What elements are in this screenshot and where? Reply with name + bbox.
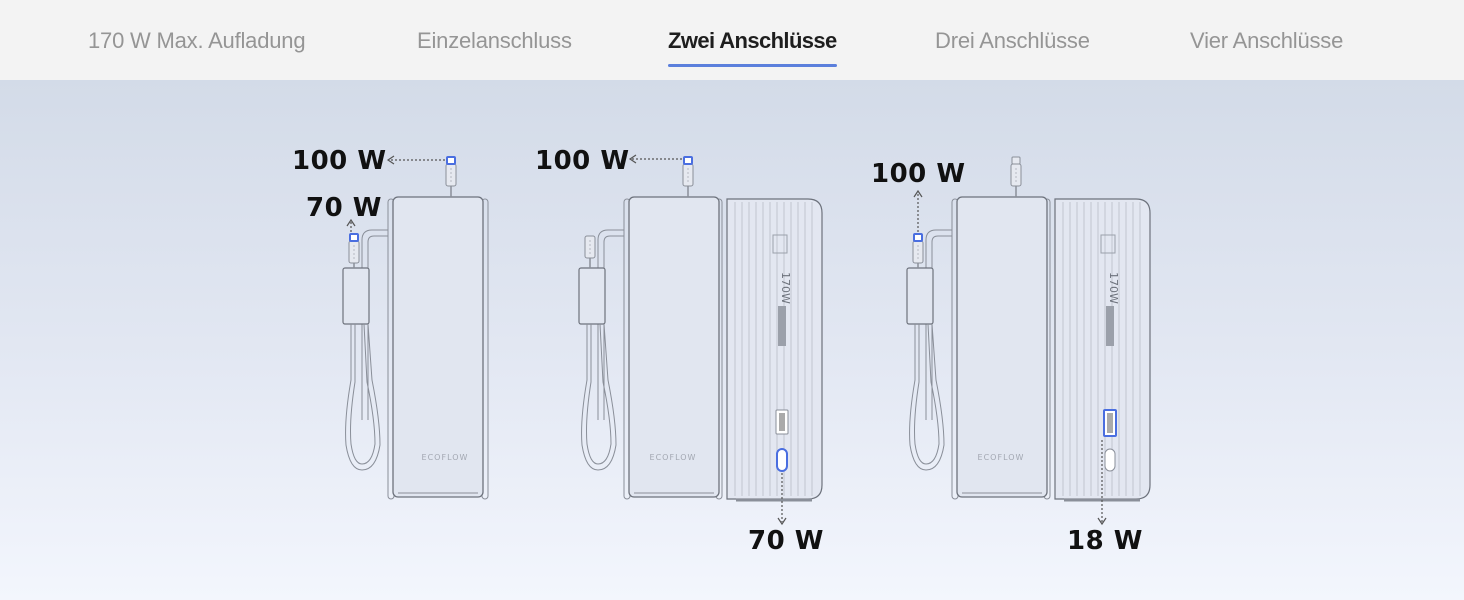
tab-two-ports[interactable]: Zwei Anschlüsse [668,28,837,68]
tab-label: Zwei Anschlüsse [668,28,837,53]
tab-label: Einzelanschluss [417,28,572,53]
tab-bar: 170 W Max. Aufladung Einzelanschluss Zwe… [0,0,1464,80]
dock-170w-label: 170W [1107,272,1120,304]
dock-170w-label: 170W [779,272,792,304]
powerbank-1: ECOFLOW [342,155,489,500]
tab-single-port[interactable]: Einzelanschluss [417,28,572,68]
label-device2-dock-70w: 70 W [748,526,824,556]
tab-four-ports[interactable]: Vier Anschlüsse [1190,28,1343,68]
label-device3-dock-18w: 18 W [1067,526,1143,556]
ecoflow-logo: ECOFLOW [978,453,1025,462]
tab-underline-active [668,64,837,67]
tab-three-ports[interactable]: Drei Anschlüsse [935,28,1090,68]
device-drawings: ECOFLOW ECOFLOW [342,154,1151,526]
ecoflow-logo: ECOFLOW [422,453,469,462]
label-device1-top-100w: 100 W [292,146,387,176]
tab-max-charging[interactable]: 170 W Max. Aufladung [88,28,306,68]
tab-label: Drei Anschlüsse [935,28,1090,53]
tab-label: Vier Anschlüsse [1190,28,1344,53]
label-device1-side-70w: 70 W [306,193,382,223]
tab-label: 170 W Max. Aufladung [88,28,306,53]
powerbank-3-with-dock: ECOFLOW [906,156,1151,526]
powerbank-2-with-dock: ECOFLOW [578,154,823,526]
label-device2-top-100w: 100 W [535,146,630,176]
product-illustration-stage: ECOFLOW ECOFLOW [0,80,1464,600]
ecoflow-logo: ECOFLOW [650,453,697,462]
label-device3-side-100w: 100 W [871,159,966,189]
